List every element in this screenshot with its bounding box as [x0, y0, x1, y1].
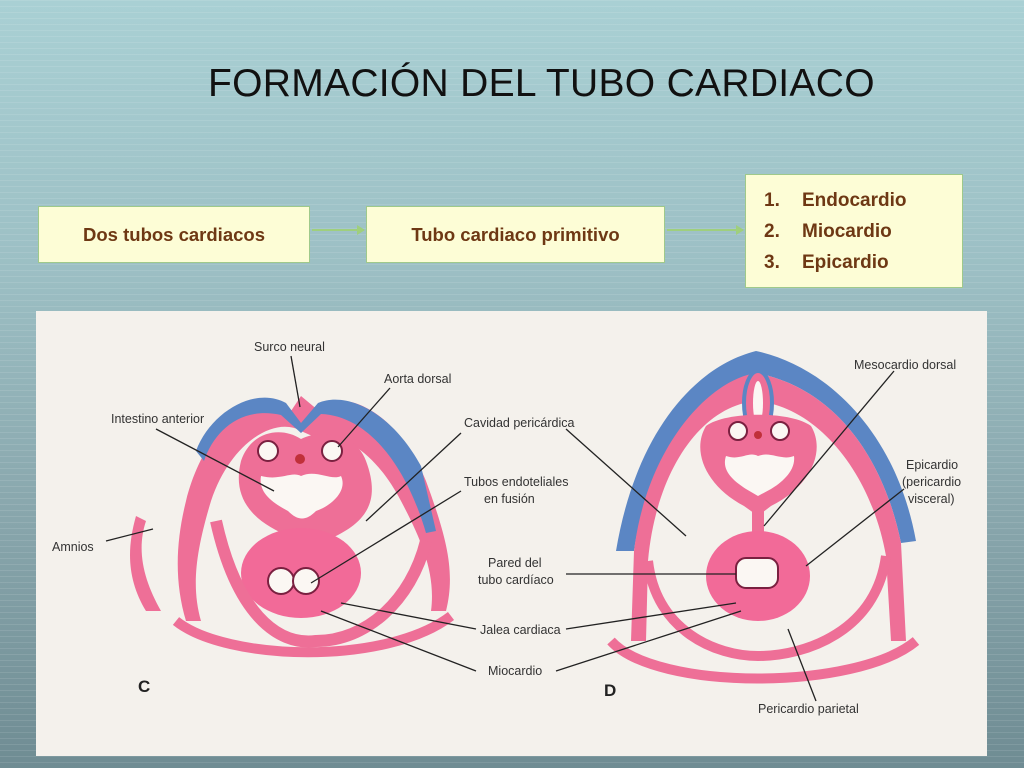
body-wall-c — [177, 396, 450, 621]
flow-box-tubo-primitivo: Tubo cardiaco primitivo — [366, 206, 665, 263]
aorta-left-c — [257, 440, 279, 462]
endocardium-d — [735, 557, 779, 589]
layer-name: Miocardio — [802, 220, 892, 242]
panel-d-drawing — [607, 351, 920, 684]
leader-intestino — [155, 428, 275, 492]
leader-mesocardio — [763, 370, 895, 527]
ventral-wall-c — [172, 611, 455, 658]
leader-aorta-dorsal — [337, 387, 391, 448]
leader-lines — [105, 355, 905, 702]
flow-arrow-2 — [667, 225, 744, 235]
leader-epicardio — [805, 488, 905, 567]
body-wall-d — [631, 373, 906, 641]
leader-cavidad-d — [565, 428, 687, 537]
notochord-c — [295, 454, 305, 464]
slide-title: FORMACIÓN DEL TUBO CARDIACO — [208, 62, 875, 105]
ectoderm-c — [196, 397, 436, 533]
foregut-cavity-d — [724, 454, 795, 496]
label-amnios: Amnios — [52, 540, 94, 554]
flow-box-dos-tubos: Dos tubos cardiacos — [38, 206, 310, 263]
parietal-pericardium-d — [643, 555, 891, 662]
flow-box-layers: 1. Endocardio 2. Miocardio 3. Epicardio — [745, 174, 963, 288]
neural-canal-d — [753, 381, 763, 425]
aorta-left-d — [728, 421, 748, 441]
label-aorta-dorsal: Aorta dorsal — [384, 372, 451, 386]
label-miocardio: Miocardio — [488, 664, 542, 678]
panel-c-drawing — [130, 396, 455, 658]
flow-arrow-1 — [312, 225, 365, 235]
layer-item-endocardio: 1. Endocardio — [764, 185, 907, 216]
label-jalea-cardiaca: Jalea cardiaca — [480, 623, 561, 637]
leader-surco-neural — [290, 355, 301, 408]
leader-jalea-d — [565, 602, 737, 630]
label-epicardio-3: visceral) — [908, 492, 955, 506]
layer-number: 1. — [764, 189, 780, 211]
label-cavidad-pericardica: Cavidad pericárdica — [464, 416, 575, 430]
notochord-d — [754, 431, 762, 439]
mesocardium-d — [752, 511, 764, 533]
leader-pericardio-parietal — [787, 628, 817, 702]
layer-item-miocardio: 2. Miocardio — [764, 216, 892, 247]
label-mesocardio-dorsal: Mesocardio dorsal — [854, 358, 956, 372]
leader-amnios — [105, 528, 154, 542]
amnios-left-c — [130, 516, 161, 611]
foregut-cavity-c — [260, 473, 343, 519]
label-pared-tubo-1: Pared del — [488, 556, 542, 570]
leader-miocardio-d — [555, 610, 742, 672]
leader-jalea-c — [340, 602, 477, 630]
embryo-cross-section-figure: Surco neural Aorta dorsal Intestino ante… — [36, 311, 987, 756]
aorta-right-d — [770, 421, 790, 441]
layer-name: Endocardio — [802, 189, 907, 211]
label-epicardio-1: Epicardio — [906, 458, 958, 472]
pericardial-wall-c — [210, 519, 432, 648]
ventral-wall-d — [607, 637, 920, 684]
label-pericardio-parietal: Pericardio parietal — [758, 702, 859, 716]
layer-number: 3. — [764, 251, 780, 273]
panel-letter-c: C — [138, 677, 150, 696]
leader-miocardio-c — [320, 610, 477, 672]
label-epicardio-2: (pericardio — [902, 475, 961, 489]
label-intestino-anterior: Intestino anterior — [111, 412, 204, 426]
label-pared-tubo-2: tubo cardíaco — [478, 573, 554, 587]
embryo-diagram-svg: Surco neural Aorta dorsal Intestino ante… — [52, 340, 961, 716]
panel-letter-d: D — [604, 681, 616, 700]
layer-item-epicardio: 3. Epicardio — [764, 247, 889, 278]
layer-name: Epicardio — [802, 251, 889, 273]
label-surco-neural: Surco neural — [254, 340, 325, 354]
label-tubos-endoteliales-2: en fusión — [484, 492, 535, 506]
endothelial-tube-left-c — [267, 567, 295, 595]
aorta-right-c — [321, 440, 343, 462]
endothelial-tube-right-c — [292, 567, 320, 595]
leader-cavidad-c — [365, 432, 462, 522]
ectoderm-d — [616, 351, 916, 551]
layer-number: 2. — [764, 220, 780, 242]
leader-tubos-endoteliales — [310, 490, 462, 584]
label-tubos-endoteliales-1: Tubos endoteliales — [464, 475, 568, 489]
